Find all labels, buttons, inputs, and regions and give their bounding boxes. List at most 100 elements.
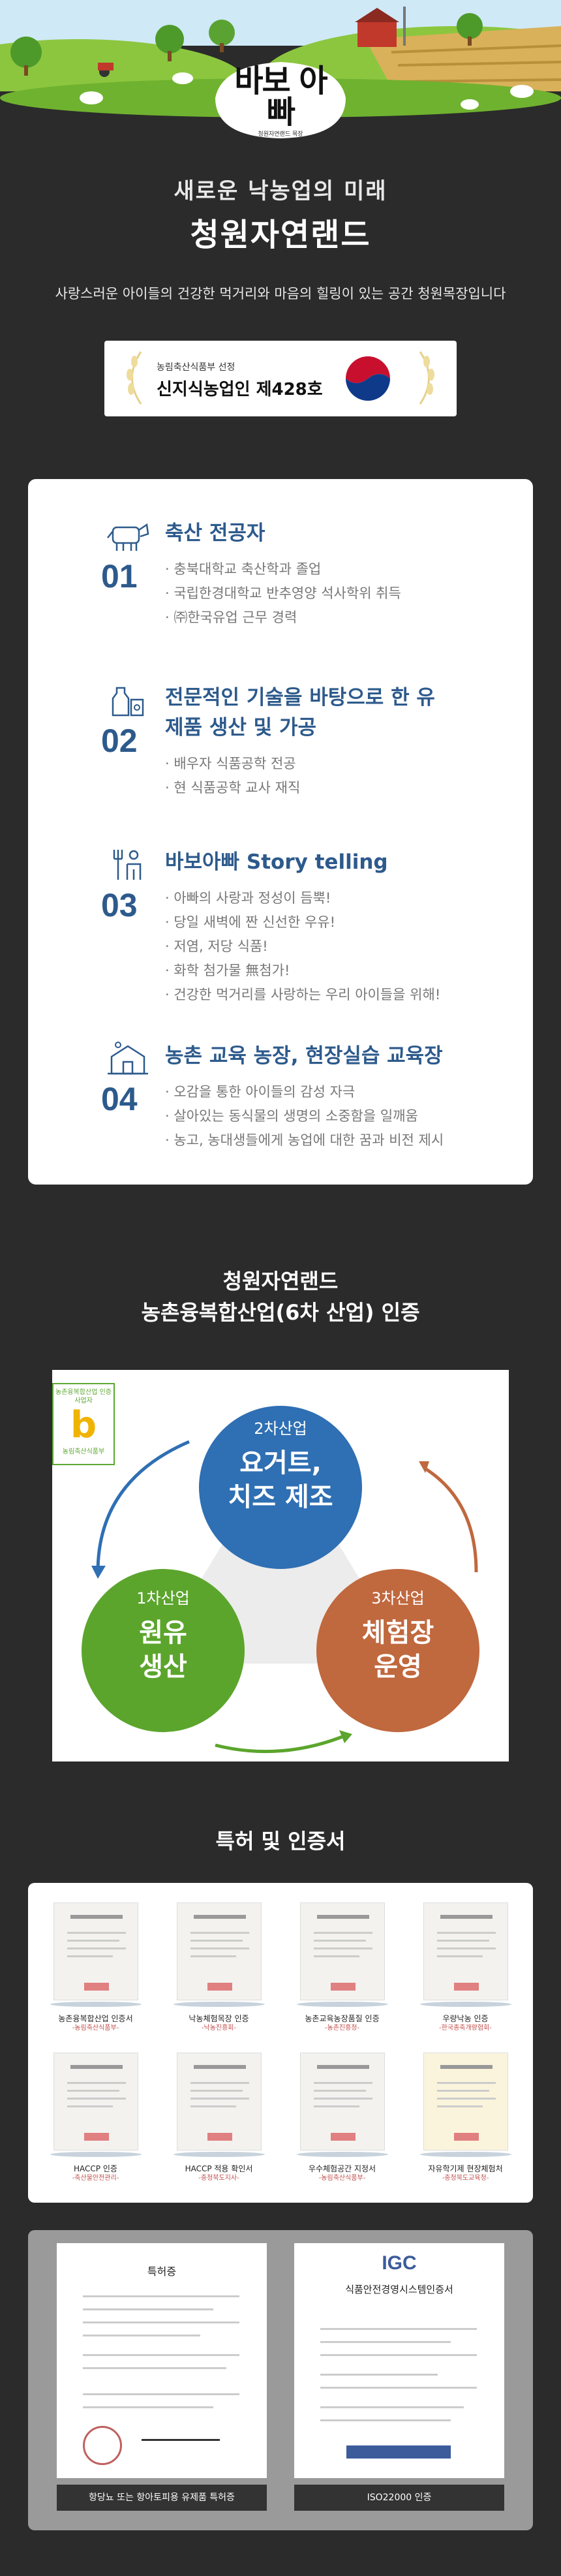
feature-item: 04 농촌 교육 농장, 현장실습 교육장 오감을 통한 아이들의 감성 자극 … bbox=[28, 1041, 533, 1172]
feature-line: 현 식품공학 교사 재직 bbox=[165, 776, 533, 800]
industry-name: 원유 bbox=[139, 1618, 187, 1648]
certificate-caption: ISO22000 인증 bbox=[294, 2485, 504, 2511]
logo-text: 바보 아빠 bbox=[234, 63, 327, 131]
logo: 바보 아빠 청원자연랜드 목장 bbox=[222, 63, 339, 138]
patent-issuer: -충청북도지사- bbox=[198, 2175, 239, 2182]
certificate-title: 식품안전경영시스템인증서 bbox=[345, 2284, 453, 2295]
feature-line: 저염, 저당 식품! bbox=[165, 935, 533, 959]
featured-certificates: 특허증 항당뇨 또는 항아토피용 유제품 특허증 IGC 식품안전경영시스템인증… bbox=[28, 2230, 533, 2530]
industry-name: 체험장 bbox=[361, 1618, 434, 1648]
patent-item[interactable]: 농촌교육농장품질 인증 -농촌진흥청- bbox=[286, 1902, 398, 2033]
patent-item[interactable]: 우수체험공간 지정서 -농림축산식품부- bbox=[286, 2053, 398, 2183]
feature-title: 축산 전공자 bbox=[165, 521, 265, 545]
patent-item[interactable]: 농촌융복합산업 인증서 -농림축산식품부- bbox=[40, 1902, 151, 2033]
mark-letter: b bbox=[70, 1404, 97, 1446]
patent-label: HACCP 인증 bbox=[74, 2164, 117, 2173]
patent-issuer: -농림축산식품부- bbox=[72, 2025, 119, 2032]
industry-name: 생산 bbox=[139, 1652, 187, 1682]
headline-main: 청원자연랜드 bbox=[190, 217, 371, 253]
patent-issuer: -한국종축개량협회- bbox=[439, 2025, 492, 2032]
feature-line: 화학 첨가물 無첨가! bbox=[165, 959, 533, 983]
industry-name: 요거트, bbox=[239, 1448, 322, 1478]
industry-cycle-graphic bbox=[82, 1406, 479, 1754]
certificate-header: 특허증 bbox=[147, 2265, 177, 2278]
feature-line: 당일 새벽에 짠 신선한 우유! bbox=[165, 910, 533, 935]
hero-banner: 바보 아빠 청원자연랜드 목장 bbox=[0, 0, 561, 140]
feature-number: 01 bbox=[101, 558, 138, 595]
badge-subtitle: 농림축산식품부 선정 bbox=[157, 362, 235, 373]
certificate-thumbnail bbox=[299, 2053, 385, 2150]
laurel-right-icon bbox=[419, 351, 434, 405]
patent-item[interactable]: 낙농체험목장 인증 -낙농진흥회- bbox=[163, 1902, 275, 2033]
certificate-thumbnail bbox=[53, 2053, 138, 2150]
sixth-title-line-1: 청원자연랜드 bbox=[222, 1269, 339, 1294]
patent-grid: 농촌융복합산업 인증서 -농림축산식품부- 낙농체험목장 인증 -낙농진흥회- … bbox=[28, 1883, 533, 2203]
patent-label: 농촌융복합산업 인증서 bbox=[58, 2014, 133, 2023]
badge-title: 신지식농업인 제428호 bbox=[157, 380, 323, 399]
government-emblem-icon bbox=[346, 356, 390, 401]
headline: 새로운 낙농업의 미래 청원자연랜드 bbox=[0, 173, 561, 255]
patent-label: HACCP 적용 확인서 bbox=[185, 2164, 253, 2173]
feature-number: 04 bbox=[101, 1081, 138, 1117]
patent-label: 우수체험공간 지정서 bbox=[308, 2164, 376, 2173]
milk-bottle-icon bbox=[112, 687, 144, 717]
patent-issuer: -낙농진흥회- bbox=[201, 2025, 237, 2032]
farm-barn-icon bbox=[108, 1042, 148, 1075]
feature-line: 아빠의 사랑과 정성이 듬뿍! bbox=[165, 886, 533, 910]
feature-item: 01 축산 전공자 충북대학교 축산학과 졸업 국립한경대학교 반추영양 석사학… bbox=[28, 518, 533, 649]
patent-item[interactable]: HACCP 인증 -축산물안전관리- bbox=[40, 2053, 151, 2183]
certification-mark: 농촌융복합산업 인증 사업자 b 농림축산식품부 bbox=[52, 1383, 115, 1465]
patent-label: 자유학기제 현장체험처 bbox=[428, 2164, 503, 2173]
feature-line: ㈜한국유업 근무 경력 bbox=[165, 606, 533, 630]
industry-level: 3차산업 bbox=[371, 1589, 425, 1607]
patent-item[interactable]: 우량낙농 인증 -한국종축개량협회- bbox=[410, 1902, 521, 2033]
mark-bottom-text: 농림축산식품부 bbox=[62, 1448, 105, 1455]
feature-number: 03 bbox=[101, 887, 138, 923]
certificate-caption: 항당뇨 또는 항아토피용 유제품 특허증 bbox=[57, 2485, 267, 2511]
feature-line: 충북대학교 축산학과 졸업 bbox=[165, 557, 533, 582]
circle-tertiary-industry bbox=[316, 1569, 479, 1732]
industry-name: 치즈 제조 bbox=[228, 1482, 333, 1512]
feature-title: 농촌 교육 농장, 현장실습 교육장 bbox=[165, 1044, 443, 1068]
feature-item: 03 바보아빠 Story telling 아빠의 사랑과 정성이 듬뿍! 당일… bbox=[28, 847, 533, 1007]
logo-subtext: 청원자연랜드 목장 bbox=[258, 131, 303, 138]
label-secondary-industry: 2차산업 요거트, 치즈 제조 bbox=[202, 1416, 359, 1514]
sixth-title-line-2: 농촌융복합산업(6차 산업) 인증 bbox=[141, 1300, 420, 1325]
feature-number: 02 bbox=[101, 722, 138, 759]
industry-level: 1차산업 bbox=[136, 1589, 190, 1607]
certificate-thumbnail bbox=[423, 1902, 508, 2000]
patent-item[interactable]: 자유학기제 현장체험처 -충청북도교육청- bbox=[410, 2053, 521, 2183]
certificate-thumbnail bbox=[176, 1902, 262, 2000]
feature-line: 살아있는 동식물의 생명의 소중함을 일깨움 bbox=[165, 1104, 533, 1128]
features-card: 01 축산 전공자 충북대학교 축산학과 졸업 국립한경대학교 반추영양 석사학… bbox=[28, 479, 533, 1185]
section-title-sixth: 청원자연랜드 농촌융복합산업(6차 산업) 인증 bbox=[0, 1265, 561, 1328]
feature-line: 농고, 농대생들에게 농업에 대한 꿈과 비전 제시 bbox=[165, 1128, 533, 1153]
patent-label: 우량낙농 인증 bbox=[442, 2014, 489, 2023]
laurel-left-icon bbox=[127, 351, 142, 405]
cow-icon bbox=[107, 523, 149, 551]
certification-badge: 농림축산식품부 선정 신지식농업인 제428호 bbox=[104, 341, 457, 416]
headline-sub: 새로운 낙농업의 미래 bbox=[174, 178, 387, 204]
industry-level: 2차산업 bbox=[254, 1420, 307, 1438]
circle-secondary-industry bbox=[199, 1406, 362, 1569]
feature-item: 02 전문적인 기술을 바탕으로 한 유제품 생산 및 가공 배우자 식품공학 … bbox=[28, 683, 533, 813]
label-tertiary-industry: 3차산업 체험장 운영 bbox=[320, 1585, 476, 1684]
feature-line: 국립한경대학교 반추영양 석사학위 취득 bbox=[165, 582, 533, 606]
certificate-thumbnail bbox=[423, 2053, 508, 2150]
patent-issuer: -농림축산식품부- bbox=[318, 2175, 366, 2182]
certificate-header: IGC bbox=[382, 2252, 417, 2274]
tagline: 사랑스러운 아이들의 건강한 먹거리와 마음의 힐링이 있는 공간 청원목장입니… bbox=[55, 286, 506, 302]
certificate-thumbnail bbox=[53, 1902, 138, 2000]
certificate-thumbnail bbox=[176, 2053, 262, 2150]
sixth-industry-diagram: 농촌융복합산업 인증 사업자 b 농림축산식품부 2차산업 요거트, 치즈 제조… bbox=[52, 1370, 509, 1761]
patent-label: 농촌교육농장품질 인증 bbox=[305, 2014, 380, 2023]
feature-title: 전문적인 기술을 바탕으로 한 유제품 생산 및 가공 bbox=[165, 686, 435, 739]
patent-issuer: -축산물안전관리- bbox=[72, 2175, 119, 2182]
iso-certificate[interactable]: IGC 식품안전경영시스템인증서 ISO22000 인증 bbox=[294, 2243, 504, 2511]
feature-line: 건강한 먹거리를 사랑하는 우리 아이들을 위해! bbox=[165, 983, 533, 1007]
feature-line: 배우자 식품공학 전공 bbox=[165, 752, 533, 776]
patent-certificate[interactable]: 특허증 항당뇨 또는 항아토피용 유제품 특허증 bbox=[57, 2243, 267, 2511]
patent-issuer: -농촌진흥청- bbox=[324, 2025, 360, 2032]
farm-illustration bbox=[0, 0, 561, 140]
patent-item[interactable]: HACCP 적용 확인서 -충청북도지사- bbox=[163, 2053, 275, 2183]
